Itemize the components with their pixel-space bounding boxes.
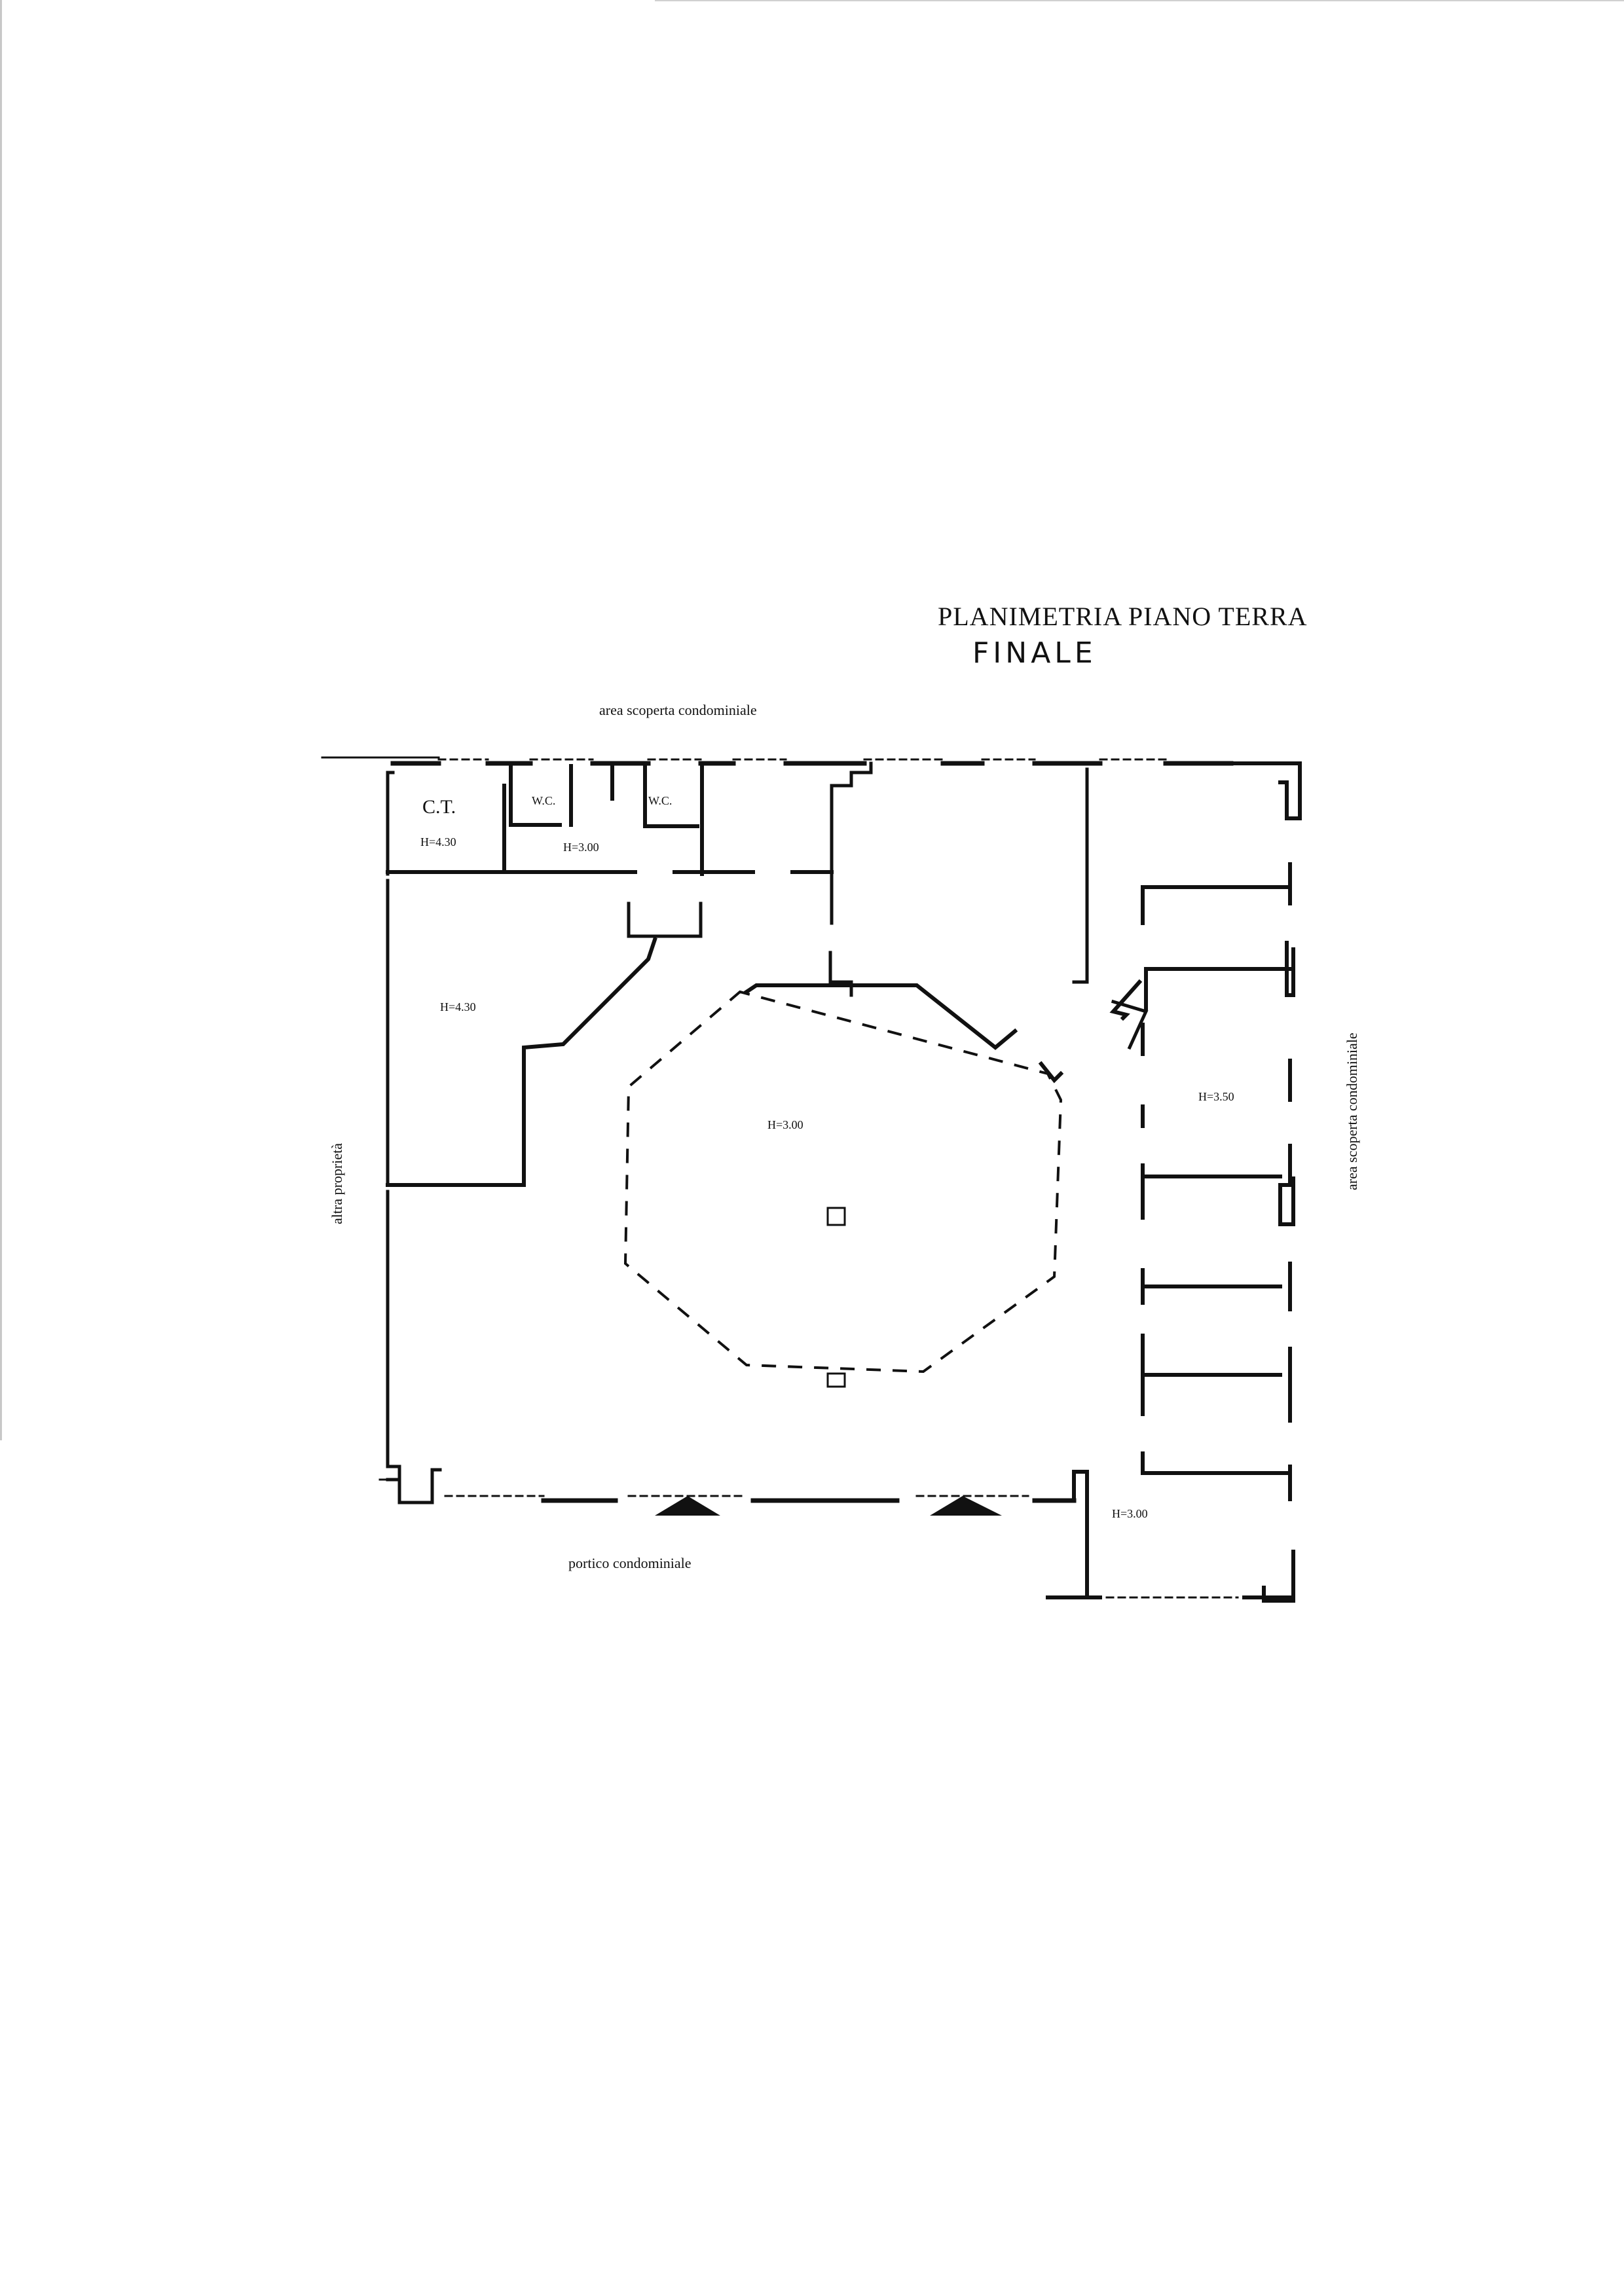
east-partitions bbox=[1141, 885, 1292, 1475]
label-west: altra proprietà bbox=[329, 1143, 345, 1224]
east-wall bbox=[1229, 761, 1302, 1603]
east-lobby-wall bbox=[1111, 999, 1149, 1050]
south-pillar bbox=[826, 1372, 846, 1388]
west-room-wall bbox=[386, 937, 657, 1187]
southeast-room-walls bbox=[1033, 1470, 1295, 1599]
scan-edge-line bbox=[0, 0, 2, 1440]
west-wall bbox=[386, 771, 442, 1504]
room-height-ct: H=4.30 bbox=[420, 835, 456, 848]
plan-subtitle: FINALE bbox=[972, 636, 1097, 670]
corridor-walls bbox=[828, 761, 1089, 997]
room-height-central-hall: H=3.00 bbox=[767, 1118, 803, 1131]
room-height-southeast: H=3.00 bbox=[1112, 1507, 1148, 1520]
entrance-marker bbox=[930, 1496, 1002, 1516]
entrance-marker bbox=[655, 1496, 720, 1516]
niche-wall bbox=[627, 902, 703, 938]
room-label-ct: C.T. bbox=[422, 796, 456, 818]
room-height-wc: H=3.00 bbox=[563, 841, 599, 854]
room-height-west: H=4.30 bbox=[440, 1000, 476, 1013]
service-rooms-wall bbox=[386, 764, 834, 876]
label-north: area scoperta condominiale bbox=[599, 702, 757, 718]
plan-title: PLANIMETRIA PIANO TERRA bbox=[938, 602, 1308, 631]
central-pillar bbox=[826, 1207, 846, 1226]
label-south: portico condominiale bbox=[568, 1555, 692, 1571]
octagon-walls bbox=[743, 979, 1143, 1084]
room-label-wc-2: W.C. bbox=[648, 794, 673, 807]
scan-top-edge bbox=[655, 0, 1624, 1]
label-east: area scoperta condominiale bbox=[1344, 1032, 1360, 1190]
room-height-east: H=3.50 bbox=[1198, 1090, 1234, 1103]
room-label-wc-1: W.C. bbox=[532, 794, 556, 807]
hall-dashed-outline bbox=[623, 990, 1063, 1374]
